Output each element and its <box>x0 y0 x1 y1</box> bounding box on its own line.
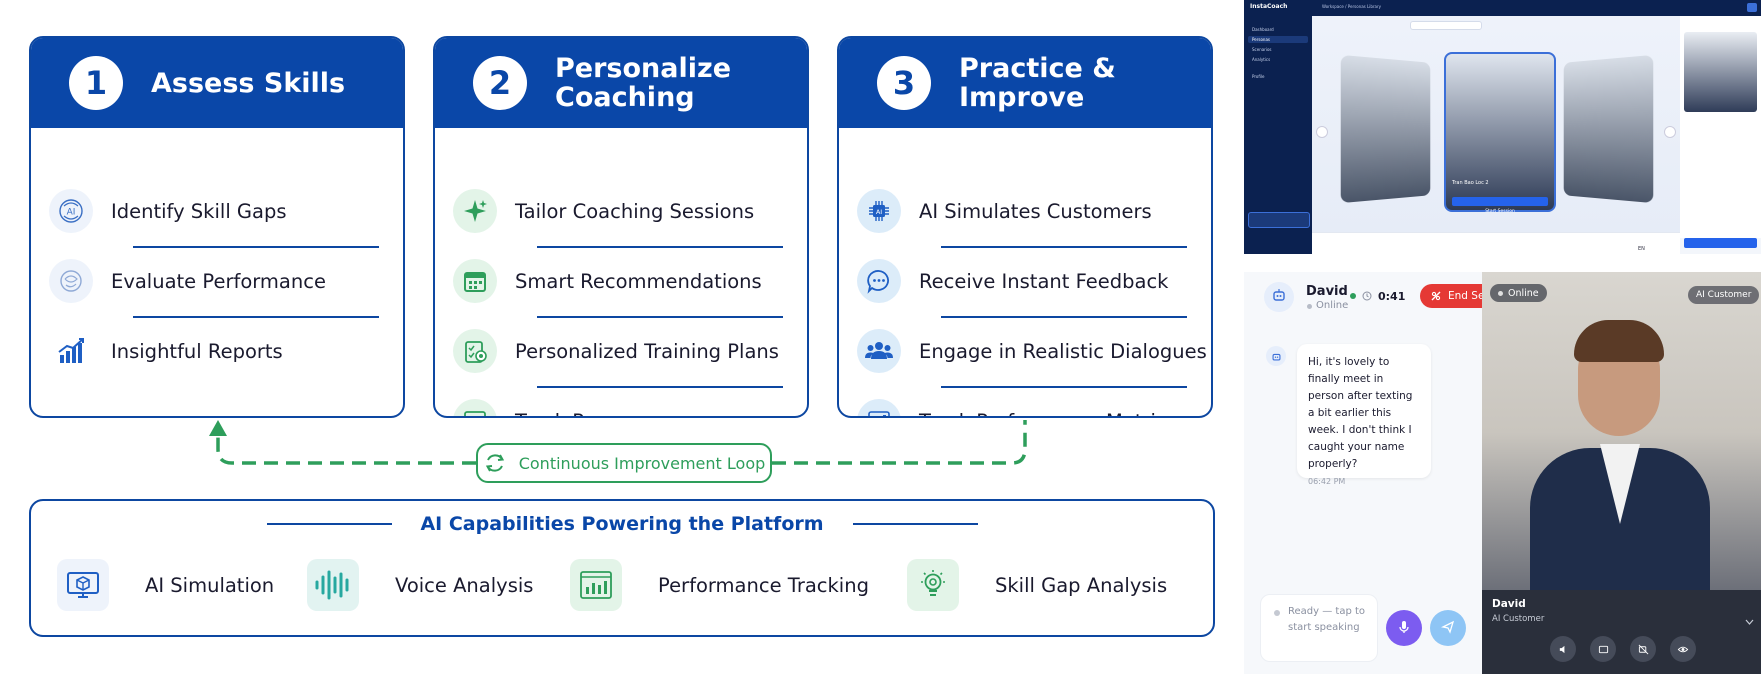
sidebar-item-personas[interactable]: Personas <box>1248 36 1308 43</box>
start-session-button[interactable]: Start Session <box>1452 197 1548 206</box>
eye-button[interactable] <box>1670 636 1696 662</box>
refresh-icon <box>483 451 507 475</box>
capability-label: Voice Analysis <box>395 574 533 597</box>
title-rule-right <box>853 523 978 525</box>
idle-dot <box>1274 610 1280 616</box>
bot-avatar <box>1264 282 1294 312</box>
carousel-prev-button[interactable] <box>1316 126 1328 138</box>
capabilities-panel: AI Capabilities Powering the Platform AI… <box>29 499 1215 637</box>
captions-icon <box>1598 640 1609 659</box>
video-name: David <box>1492 598 1526 610</box>
camera-off-icon <box>1638 640 1649 659</box>
video-panel: Online AI Customer David AI Customer <box>1482 272 1761 674</box>
app-sidebar: Dashboard Personas Scenarios Analytics P… <box>1244 16 1312 254</box>
app-screenshot: InstaCoach Workspace / Personas Library … <box>1244 0 1761 254</box>
sidebar-item-profile[interactable]: Profile <box>1252 74 1264 79</box>
video-status: Online <box>1508 288 1539 299</box>
loop-arrow <box>0 0 1244 500</box>
dashboard-icon <box>570 559 622 611</box>
contact-name: David <box>1306 284 1348 299</box>
persona-card-center[interactable]: Tran Bao Loc 2 Start Session <box>1444 52 1556 212</box>
loop-label: Continuous Improvement Loop <box>519 454 766 473</box>
persona-detail-panel <box>1680 16 1761 238</box>
message-time: 06:42 PM <box>1308 477 1420 486</box>
sidebar-item-dashboard[interactable]: Dashboard <box>1252 27 1274 32</box>
continuous-improvement-loop: Continuous Improvement Loop <box>476 443 772 483</box>
language-label[interactable]: EN <box>1638 246 1645 252</box>
capability-item: Voice Analysis <box>307 559 533 611</box>
capability-label: Performance Tracking <box>658 574 869 597</box>
stats-strip <box>1312 232 1680 254</box>
clock-icon <box>1362 291 1372 301</box>
persona-name: Tran Bao Loc 2 <box>1452 180 1489 186</box>
persona-card-left[interactable] <box>1341 55 1431 203</box>
persona-carousel: Tran Bao Loc 2 Start Session <box>1312 16 1680 238</box>
window-controls[interactable] <box>1747 3 1757 12</box>
timer-value: 0:41 <box>1378 290 1405 303</box>
breadcrumb: Workspace / Personas Library <box>1322 4 1381 9</box>
eye-icon <box>1677 640 1689 659</box>
phone-off-icon <box>1430 290 1442 302</box>
capability-label: AI Simulation <box>145 574 274 597</box>
live-dot <box>1350 293 1356 299</box>
chat-screenshot: David Online 0:41 End Session Hi, it's l… <box>1244 272 1761 674</box>
mic-icon <box>1397 619 1411 638</box>
contact-status: Online <box>1316 300 1348 311</box>
app-logo: InstaCoach <box>1250 3 1287 10</box>
capabilities-title: AI Capabilities Powering the Platform <box>31 513 1213 535</box>
online-badge: Online <box>1490 284 1547 302</box>
send-button[interactable] <box>1430 610 1466 646</box>
message-text: Hi, it's lovely to finally meet in perso… <box>1308 354 1420 473</box>
message-bubble: Hi, it's lovely to finally meet in perso… <box>1297 344 1431 478</box>
app-topbar: InstaCoach Workspace / Personas Library <box>1244 0 1761 16</box>
robot-icon <box>1271 347 1282 366</box>
chevron-down-icon[interactable] <box>1745 610 1754 629</box>
search-input[interactable] <box>1410 21 1482 30</box>
persona-card-right[interactable] <box>1564 55 1654 203</box>
session-timer: 0:41 <box>1350 286 1405 306</box>
video-footer: David AI Customer <box>1482 590 1761 674</box>
user-card[interactable] <box>1248 212 1310 228</box>
capability-item: Skill Gap Analysis <box>907 559 1167 611</box>
capability-item: AI Simulation <box>57 559 274 611</box>
speaker-icon <box>1558 640 1569 659</box>
sidebar-item-analytics[interactable]: Analytics <box>1252 57 1270 62</box>
sidebar-item-scenarios[interactable]: Scenarios <box>1252 47 1271 52</box>
avatar <box>1684 32 1757 112</box>
chat-header: David Online 0:41 End Session <box>1244 272 1482 324</box>
capability-label: Skill Gap Analysis <box>995 574 1167 597</box>
voice-input[interactable]: Ready — tap to start speaking <box>1260 594 1378 662</box>
mic-button[interactable] <box>1386 610 1422 646</box>
send-icon <box>1441 619 1455 638</box>
message-avatar <box>1266 346 1286 366</box>
input-placeholder: Ready — tap to start speaking <box>1288 604 1368 636</box>
carousel-next-button[interactable] <box>1664 126 1676 138</box>
badge-label: AI Customer <box>1696 290 1751 300</box>
bulb-gear-icon <box>907 559 959 611</box>
captions-button[interactable] <box>1590 636 1616 662</box>
view-profile-button[interactable] <box>1684 238 1757 248</box>
monitor-cube-icon <box>57 559 109 611</box>
video-role: AI Customer <box>1492 614 1544 624</box>
robot-icon <box>1271 287 1287 307</box>
waveform-icon <box>307 559 359 611</box>
status-dot <box>1307 304 1312 309</box>
speaker-button[interactable] <box>1550 636 1576 662</box>
online-dot <box>1498 291 1503 296</box>
camera-off-button[interactable] <box>1630 636 1656 662</box>
ai-customer-badge: AI Customer <box>1688 286 1759 304</box>
capability-item: Performance Tracking <box>570 559 869 611</box>
